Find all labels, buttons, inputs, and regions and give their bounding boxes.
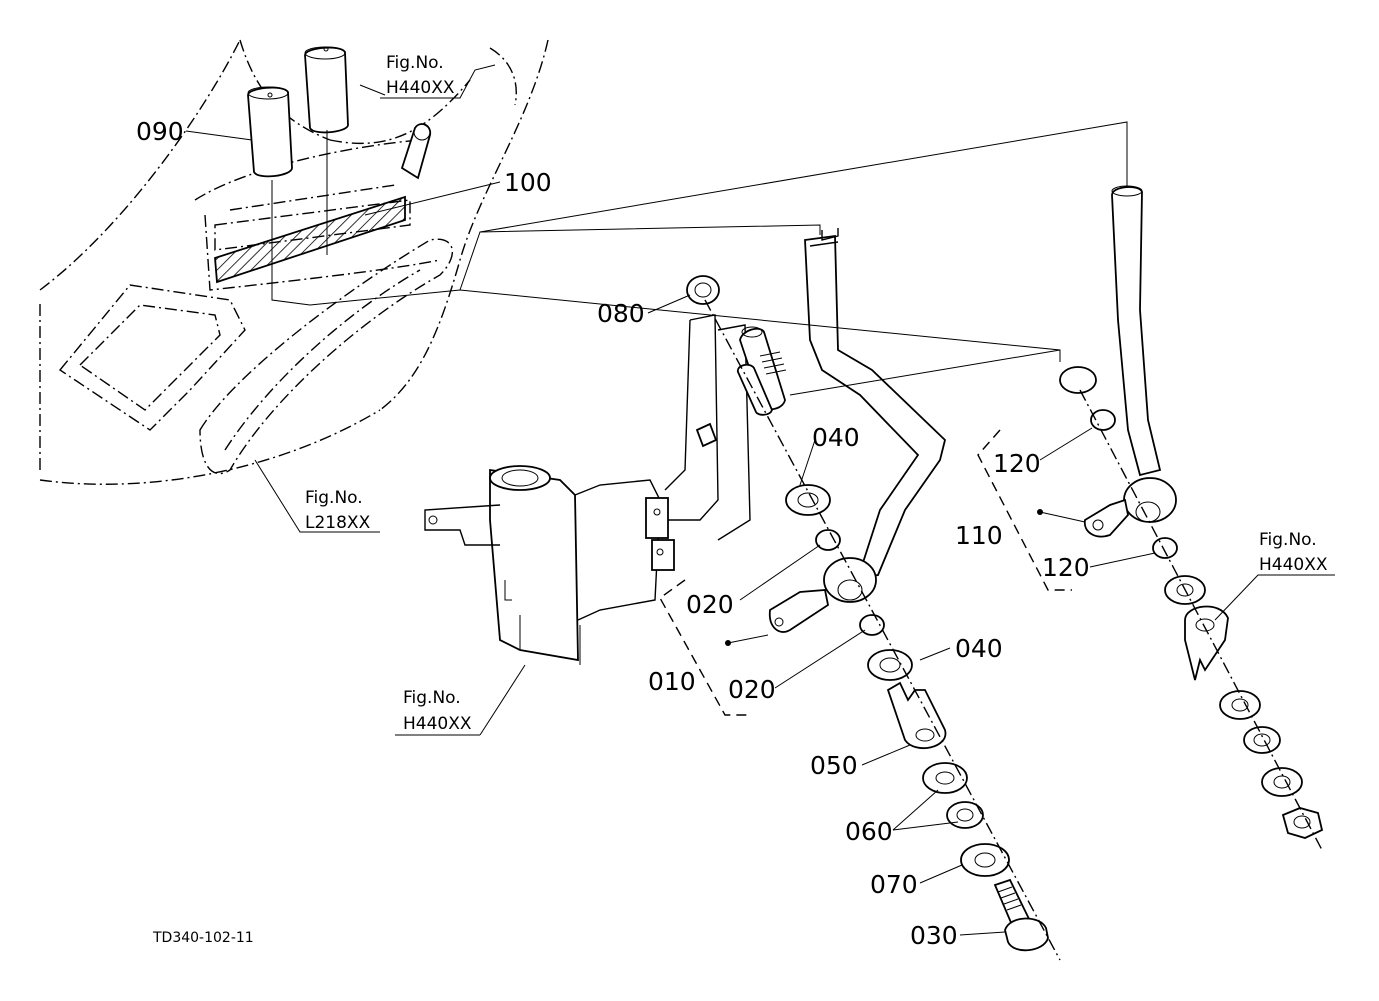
fig-ref-top-label: Fig.No. — [386, 53, 444, 73]
plate-right — [1184, 605, 1229, 681]
bolt-030 — [993, 878, 1049, 952]
callout-010: 010 — [648, 667, 696, 696]
plate-050 — [886, 681, 947, 749]
fig-ref-left: Fig.No. L218XX — [305, 488, 371, 533]
callout-leaders — [185, 64, 1335, 936]
fig-ref-top-code: H440XX — [386, 78, 455, 98]
callout-070: 070 — [870, 870, 918, 899]
axis-right — [1079, 389, 1323, 851]
fig-ref-right-code: H440XX — [1259, 555, 1328, 575]
panel-lever — [400, 123, 432, 180]
washer-040-upper — [785, 484, 831, 516]
washer-070 — [960, 843, 1010, 877]
fig-ref-top: Fig.No. H440XX — [386, 53, 455, 98]
mounting-bracket — [424, 314, 751, 665]
knob-090 — [247, 86, 293, 178]
bushing-020-lower — [859, 614, 885, 636]
callout-090: 090 — [136, 117, 184, 146]
group-bracket-110 — [977, 429, 1072, 591]
shift-lever-010 — [768, 228, 946, 633]
group-bracket-010 — [659, 579, 752, 716]
callout-050: 050 — [810, 751, 858, 780]
fig-ref-bottom-code: H440XX — [403, 714, 472, 734]
bushing-020-upper — [815, 529, 841, 551]
fig-ref-bottom: Fig.No. H440XX — [403, 688, 472, 734]
fig-ref-left-code: L218XX — [305, 513, 371, 533]
shift-lever-110 — [1083, 185, 1177, 538]
nut-right — [1281, 807, 1324, 839]
washer-080 — [686, 275, 720, 305]
reference-lines — [271, 121, 1128, 396]
washer-right-3 — [1243, 726, 1281, 754]
hatched-plate-100 — [214, 195, 406, 284]
callout-080: 080 — [597, 299, 645, 328]
callout-060: 060 — [845, 817, 893, 846]
callout-110: 110 — [955, 521, 1003, 550]
fig-ref-right-label: Fig.No. — [1259, 530, 1317, 550]
callout-020-upper: 020 — [686, 590, 734, 619]
fig-ref-bottom-label: Fig.No. — [403, 688, 461, 708]
pin-spring — [737, 326, 787, 416]
group-markers — [725, 509, 1086, 646]
washer-right-top — [1059, 366, 1097, 394]
callout-100: 100 — [504, 168, 552, 197]
callout-040-upper: 040 — [812, 423, 860, 452]
bushing-120-lower — [1152, 537, 1178, 559]
fig-ref-left-label: Fig.No. — [305, 488, 363, 508]
callout-030: 030 — [910, 921, 958, 950]
callout-040-lower: 040 — [955, 634, 1003, 663]
callout-120-lower: 120 — [1042, 553, 1090, 582]
knob-top — [304, 46, 349, 134]
axis-center — [704, 299, 1061, 961]
bushing-120-upper — [1090, 409, 1116, 431]
callout-020-lower: 020 — [728, 675, 776, 704]
callout-120-upper: 120 — [993, 449, 1041, 478]
dashboard-panel-outline — [39, 39, 549, 485]
fig-ref-right: Fig.No. H440XX — [1259, 530, 1328, 575]
washer-right-2 — [1219, 690, 1261, 720]
washer-060-a — [922, 762, 968, 794]
washer-060-b — [946, 801, 984, 829]
drawing-code: TD340-102-11 — [152, 930, 254, 946]
washer-040-lower — [867, 649, 913, 681]
washer-right-4 — [1261, 767, 1303, 797]
